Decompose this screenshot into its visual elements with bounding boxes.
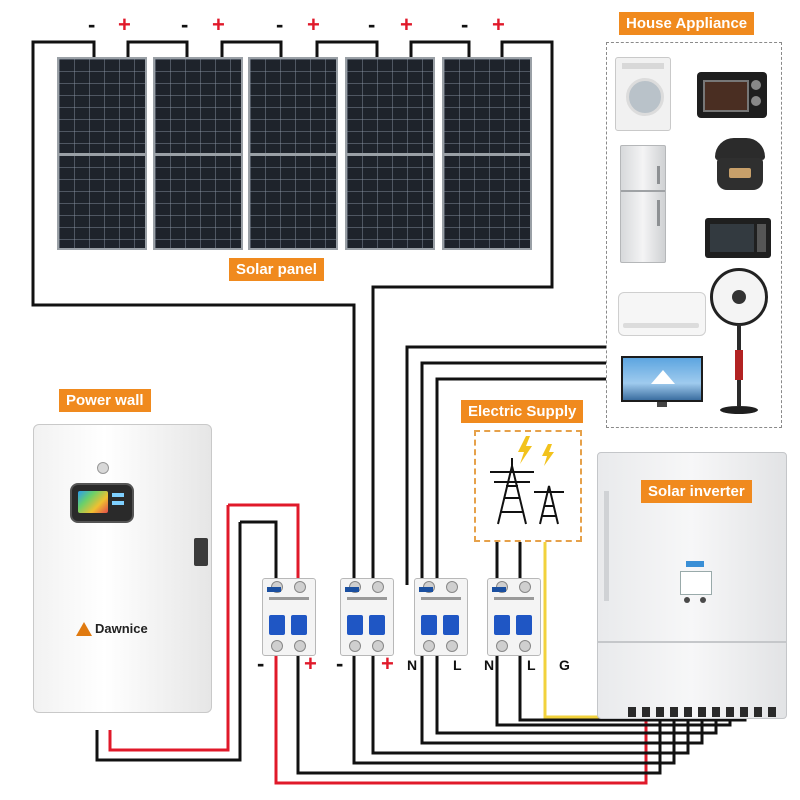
solar-panel xyxy=(248,57,338,250)
panel-positive-terminal: + xyxy=(307,12,320,37)
solar-panel xyxy=(57,57,147,250)
standing-fan-icon xyxy=(708,268,772,418)
refrigerator-icon xyxy=(620,145,666,263)
pv-positive-terminal: + xyxy=(381,651,394,676)
grid-breaker[interactable] xyxy=(487,578,541,656)
battery-display-screen xyxy=(70,483,134,523)
series-link xyxy=(409,40,471,57)
inverter-feed xyxy=(296,654,662,775)
series-link xyxy=(126,40,189,57)
battery-positive-wire xyxy=(108,505,230,752)
grid-neutral-terminal: N xyxy=(484,657,495,673)
battery-positive-wire xyxy=(228,503,300,585)
load-breaker[interactable] xyxy=(414,578,468,656)
inverter-feed xyxy=(371,654,690,755)
solar-panel xyxy=(153,57,243,250)
solar-panel xyxy=(345,57,435,250)
dawnice-logo: Dawnice xyxy=(76,621,148,636)
panel-negative-terminal: - xyxy=(276,12,284,37)
inverter-control-panel xyxy=(676,561,714,615)
load-wire xyxy=(420,361,606,585)
television-icon xyxy=(621,356,703,408)
solar-inverter-label: Solar inverter xyxy=(641,480,752,503)
pv-negative-terminal: - xyxy=(336,651,344,676)
washing-machine-icon xyxy=(615,57,671,131)
ground-terminal: G xyxy=(559,657,570,673)
battery-switch xyxy=(194,538,208,566)
series-link xyxy=(315,40,379,57)
electric-supply-label: Electric Supply xyxy=(461,400,584,423)
inverter-connector-strip xyxy=(628,707,778,717)
panel-negative-terminal: - xyxy=(88,12,96,37)
panel-positive-terminal: + xyxy=(212,12,225,37)
microwave-icon xyxy=(705,218,771,258)
brand-name: Dawnice xyxy=(95,621,148,636)
battery-negative-wire xyxy=(95,522,242,762)
inverter-feed xyxy=(420,654,704,745)
inverter-vent xyxy=(604,491,609,601)
solar-panel xyxy=(442,57,532,250)
panel-negative-terminal: - xyxy=(368,12,376,37)
load-wire xyxy=(405,345,606,585)
inverter-feed xyxy=(352,654,676,765)
pv-negative-wire xyxy=(31,40,356,585)
battery-breaker[interactable] xyxy=(262,578,316,656)
house-appliance-label: House Appliance xyxy=(619,12,755,35)
power-wall-battery: Dawnice xyxy=(33,424,212,713)
pv-positive-wire xyxy=(371,40,554,585)
series-link xyxy=(220,40,283,57)
electric-supply-group xyxy=(474,430,582,542)
panel-negative-terminal: - xyxy=(181,12,189,37)
rice-cooker-icon xyxy=(715,138,765,192)
air-conditioner-icon xyxy=(618,292,706,336)
power-indicator-icon xyxy=(97,462,109,474)
panel-negative-terminal: - xyxy=(461,12,469,37)
battery-positive-terminal: + xyxy=(304,651,317,676)
panel-positive-terminal: + xyxy=(492,12,505,37)
pv-breaker[interactable] xyxy=(340,578,394,656)
grid-line-terminal: L xyxy=(527,657,536,673)
inverter-bottom-panel xyxy=(598,641,786,643)
logo-mark-icon xyxy=(76,621,92,636)
panel-positive-terminal: + xyxy=(400,12,413,37)
load-line-terminal: L xyxy=(453,657,462,673)
battery-negative-terminal: - xyxy=(257,651,265,676)
toaster-oven-icon xyxy=(697,72,767,118)
load-wire xyxy=(435,377,606,585)
load-neutral-terminal: N xyxy=(407,657,418,673)
power-wall-label: Power wall xyxy=(59,389,151,412)
solar-panel-label: Solar panel xyxy=(229,258,324,281)
transmission-tower-icon xyxy=(490,436,564,525)
inverter-feed xyxy=(274,654,648,785)
battery-negative-wire xyxy=(240,520,278,585)
panel-positive-terminal: + xyxy=(118,12,131,37)
